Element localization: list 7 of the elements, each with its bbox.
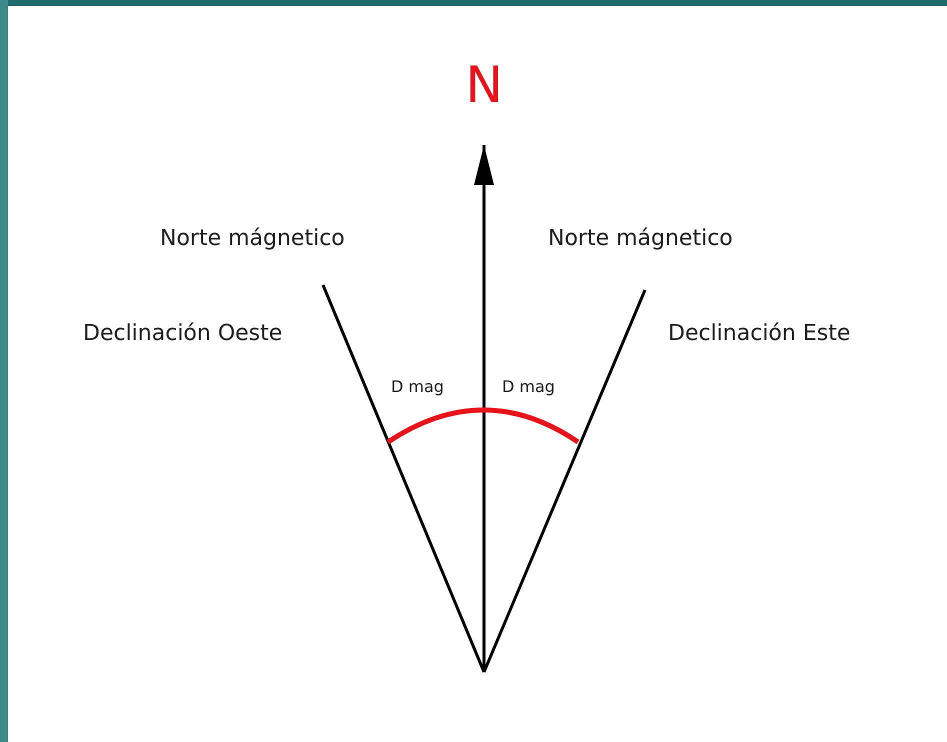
- compass-label: N: [466, 60, 503, 110]
- annotation-label: Declinación Oeste: [83, 323, 282, 345]
- annotation-label: Norte mágnetico: [548, 228, 733, 250]
- annotation-label: D mag: [502, 379, 555, 395]
- annotation-label: Norte mágnetico: [160, 228, 345, 250]
- annotation-label: D mag: [391, 379, 444, 395]
- annotation-label: Declinación Este: [668, 323, 850, 345]
